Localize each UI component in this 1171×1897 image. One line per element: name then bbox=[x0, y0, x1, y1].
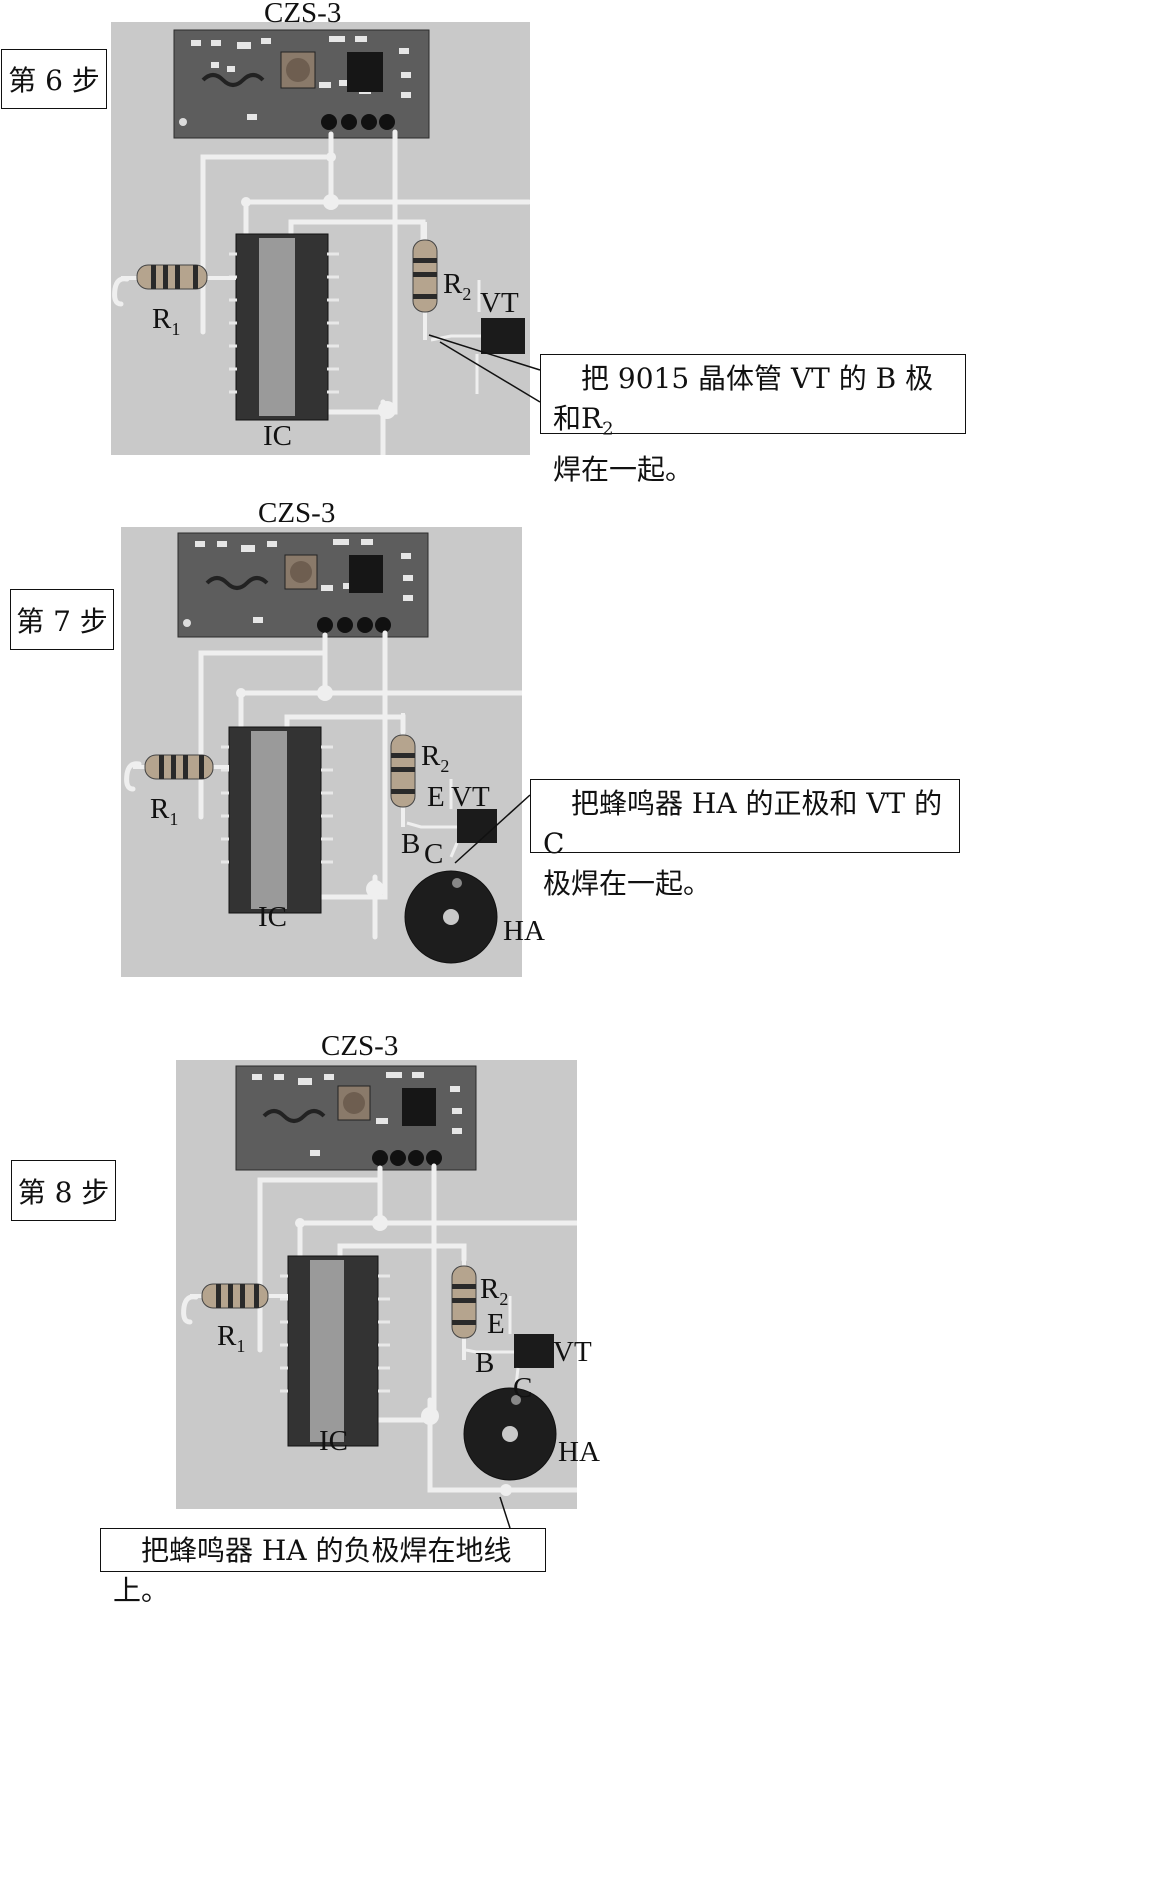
circuit-illustration bbox=[112, 29, 530, 455]
step-6-photo bbox=[111, 22, 530, 455]
callout-line-1: 把蜂鸣器 HA 的正极和 VT 的 C bbox=[543, 787, 943, 860]
ic-socket bbox=[280, 1255, 390, 1447]
instruction-callout: 把 9015 晶体管 VT 的 B 极和R2 焊在一起。 bbox=[540, 354, 966, 486]
vt-label: VT bbox=[553, 1336, 592, 1368]
r1-label: R1 bbox=[152, 303, 181, 339]
module-label: CZS-3 bbox=[258, 497, 336, 529]
step-label: 第 6 步 bbox=[1, 49, 107, 109]
ic-socket bbox=[221, 726, 333, 914]
ic-label: IC bbox=[263, 420, 292, 452]
ha-label: HA bbox=[558, 1436, 600, 1468]
callout-line-1: 把 9015 晶体管 VT 的 B 极和R bbox=[553, 362, 934, 435]
ha-label: HA bbox=[503, 915, 545, 947]
step-label: 第 7 步 bbox=[10, 589, 114, 650]
ic-label: IC bbox=[258, 901, 287, 933]
callout-line-2: 焊在一起。 bbox=[553, 452, 694, 486]
r1-label: R1 bbox=[150, 793, 179, 829]
instruction-callout: 把蜂鸣器 HA 的正极和 VT 的 C 极焊在一起。 bbox=[530, 779, 960, 900]
e-label: E bbox=[427, 781, 445, 813]
step-label: 第 8 步 bbox=[11, 1160, 116, 1221]
resistor-r2 bbox=[412, 222, 438, 340]
r1-label: R1 bbox=[217, 1320, 246, 1356]
callout-line-1: 把蜂鸣器 HA 的负极焊在地线上。 bbox=[113, 1534, 512, 1607]
circuit-illustration bbox=[181, 1065, 577, 1496]
buzzer-ha bbox=[404, 870, 498, 964]
e-label: E bbox=[487, 1308, 505, 1340]
r2-label: R2 bbox=[443, 268, 472, 304]
resistor-r1 bbox=[190, 1283, 288, 1309]
circuit-illustration bbox=[124, 532, 522, 964]
step-8-photo bbox=[176, 1060, 577, 1509]
c-label: C bbox=[424, 838, 444, 870]
b-label: B bbox=[475, 1347, 495, 1379]
step-7-photo bbox=[121, 527, 522, 977]
c-label: C bbox=[513, 1372, 533, 1404]
resistor-r2 bbox=[390, 713, 416, 827]
instruction-callout: 把蜂鸣器 HA 的负极焊在地线上。 bbox=[100, 1528, 546, 1607]
callout-line-2: 极焊在一起。 bbox=[543, 867, 712, 900]
ic-socket bbox=[229, 233, 339, 421]
b-label: B bbox=[401, 828, 421, 860]
module-label: CZS-3 bbox=[264, 0, 342, 29]
module-label: CZS-3 bbox=[321, 1030, 399, 1062]
ic-label: IC bbox=[319, 1425, 348, 1457]
transistor-vt bbox=[465, 1296, 554, 1387]
resistor-r2 bbox=[451, 1246, 477, 1360]
vt-label: VT bbox=[451, 781, 490, 813]
resistor-r1 bbox=[133, 754, 229, 780]
vt-label: VT bbox=[480, 287, 519, 319]
r2-label: R2 bbox=[480, 1273, 509, 1309]
resistor-r1 bbox=[121, 264, 236, 290]
buzzer-ha bbox=[463, 1387, 557, 1481]
r2-label: R2 bbox=[421, 740, 450, 776]
